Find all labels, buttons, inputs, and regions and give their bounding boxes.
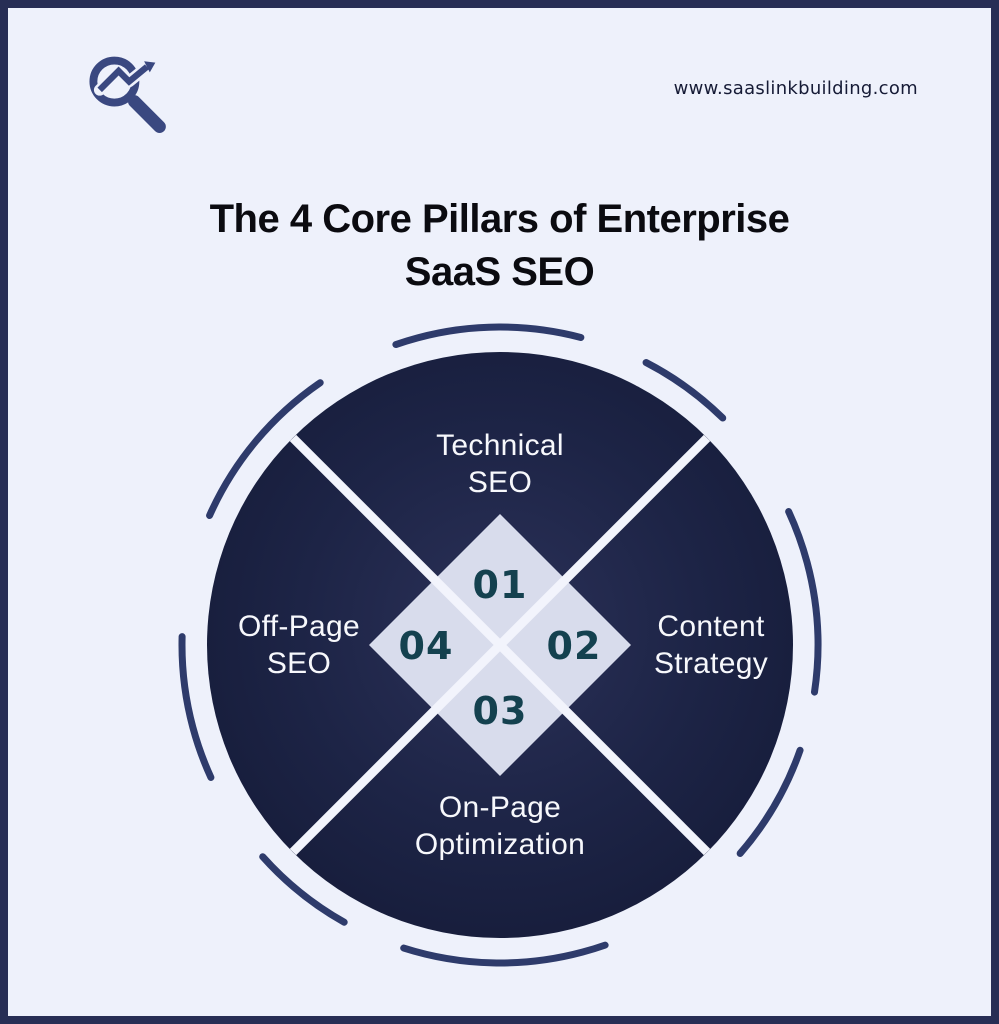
growth-arrowhead-icon — [144, 61, 156, 73]
magnifier-growth-logo — [89, 56, 166, 133]
pillar-number-03: 03 — [472, 689, 528, 733]
page-title-line1: The 4 Core Pillars of Enterprise — [209, 196, 790, 241]
magnifier-handle-icon — [128, 95, 166, 133]
divider-line-ne-sw — [289, 434, 711, 856]
dashed-outer-ring — [178, 323, 822, 967]
four-pillars-diagram — [178, 323, 822, 967]
pillar-number-01: 01 — [472, 563, 528, 607]
pillar-label-content-strategy: Content Strategy — [653, 610, 769, 680]
growth-arrow-icon — [97, 64, 149, 93]
page-title-line2: SaaS SEO — [404, 249, 595, 294]
pillar-label-off-page-seo: Off-Page SEO — [238, 610, 360, 680]
pillar-label-on-page-optimization: On-Page Optimization — [414, 791, 586, 861]
pillar-number-04: 04 — [398, 624, 454, 668]
pillar-number-02: 02 — [546, 624, 602, 668]
page-title: The 4 Core Pillars of Enterprise SaaS SE… — [8, 193, 991, 299]
website-url: www.saaslinkbuilding.com — [673, 78, 918, 99]
pillar-label-technical-seo: Technical SEO — [436, 429, 564, 499]
